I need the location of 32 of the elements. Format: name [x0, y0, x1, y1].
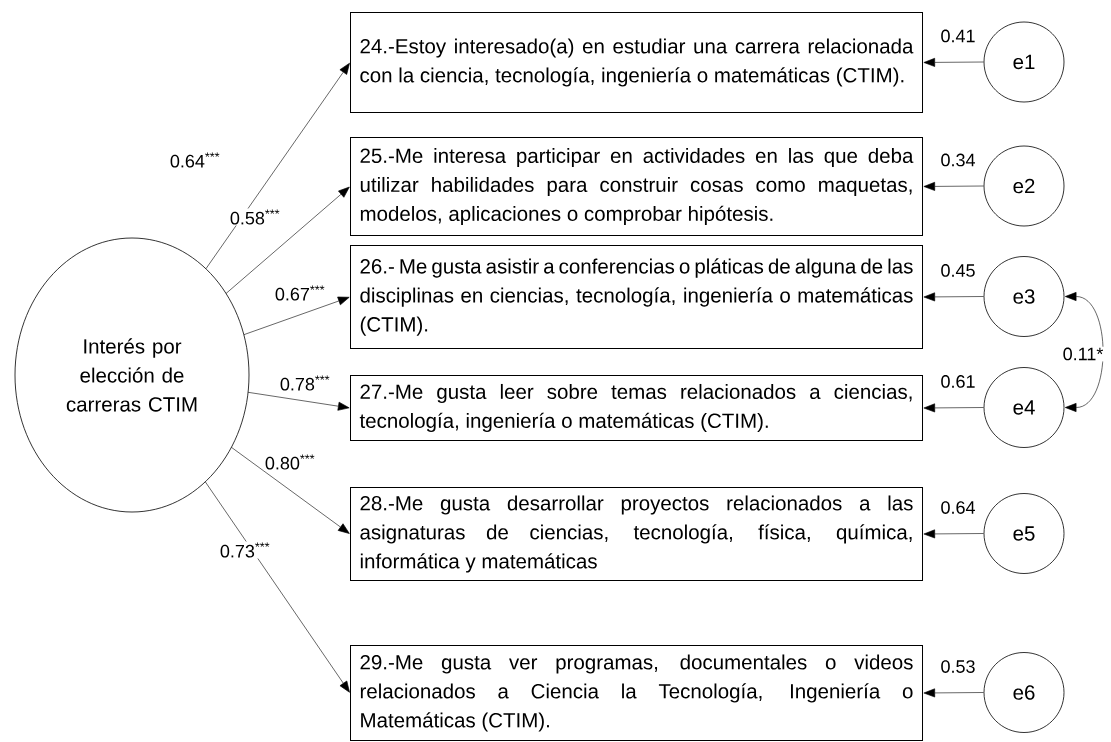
error-arrow — [923, 57, 984, 67]
path-arrow — [205, 62, 350, 270]
edge-label: 0.41 — [939, 28, 977, 44]
edge-label: 0.34 — [939, 152, 977, 168]
item-box: 28.-Me gusta desarrollar proyectos relacionados a las asignaturas de ciencias, tecnología, física, química, informática y matemáticas — [350, 487, 923, 581]
error-arrow — [923, 181, 984, 191]
error-arrow — [923, 688, 984, 698]
edge-label: 0.73$^{***}$ — [218, 541, 272, 559]
edge-label: 0.11* — [1061, 346, 1105, 362]
error-arrow — [923, 529, 984, 539]
error-arrow — [923, 292, 984, 302]
path-arrow — [247, 392, 350, 411]
covariance-arrow — [1064, 292, 1104, 412]
edge-label: 0.78$^{***}$ — [278, 374, 332, 392]
path-arrow — [243, 296, 350, 335]
edge-label: 0.45 — [939, 263, 977, 278]
path-arrow — [205, 481, 350, 693]
item-box: 24.-Estoy interesado(a) en estudiar una carrera relacionada con la ciencia, tecnología, ingeniería o matemáticas (CTIM). — [350, 12, 923, 113]
item-box: 27.-Me gusta leer sobre temas relacionados a ciencias, tecnología, ingeniería o matemáticas (CTIM). — [350, 375, 923, 441]
edge-label: 0.61 — [939, 374, 977, 389]
item-box: 29.-Me gusta ver programas, documentales o videos relacionados a Ciencia la Tecnología, Ingeniería o Matemáticas (CTIM). — [350, 645, 923, 741]
edge-label: 0.64$^{***}$ — [168, 151, 222, 169]
item-box: 26.- Me gusta asistir a conferencias o pláticas de alguna de las disciplinas en ciencias, tecnología, ingeniería o matemáticas (CTIM). — [350, 245, 923, 349]
edge-label: 0.58$^{***}$ — [228, 208, 282, 226]
edge-label: 0.67$^{***}$ — [273, 284, 327, 302]
error-arrow — [923, 403, 984, 413]
path-arrow — [231, 447, 350, 534]
path-arrow — [225, 186, 350, 294]
edge-label: 0.80$^{***}$ — [263, 453, 317, 471]
edge-label: 0.64 — [939, 500, 977, 515]
item-box: 25.-Me interesa participar en actividades en las que deba utilizar habilidades para construir cosas como maquetas, modelos, aplicaciones o comprobar hipótesis. — [350, 137, 923, 236]
edge-label: 0.53 — [939, 659, 977, 674]
